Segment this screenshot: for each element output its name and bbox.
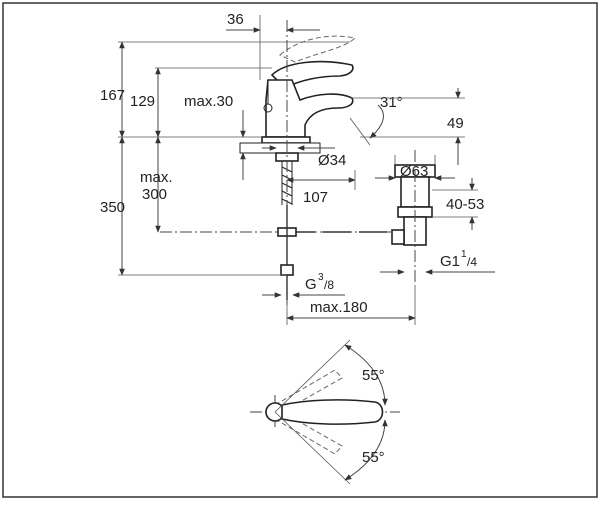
drawing-border: [2, 2, 598, 498]
label-107: 107: [303, 189, 328, 206]
label-g1-num: 1: [461, 249, 467, 260]
label-49: 49: [447, 115, 464, 132]
label-g1-den: /4: [467, 255, 477, 269]
angle-ray-top: [274, 339, 351, 413]
lever-raised-outline: [279, 35, 357, 63]
label-max-180: max.180: [310, 299, 368, 316]
label-dia-34: Ø34: [318, 152, 346, 169]
faucet-base: [261, 136, 311, 144]
pop-up-waste-assembly: [160, 150, 436, 300]
label-g: G: [305, 276, 317, 293]
faucet-side-view: [239, 20, 357, 305]
dim-g-three-eighths: G 3 /8: [262, 272, 345, 298]
label-55-bottom: 55°: [362, 449, 385, 466]
supply-connector: [280, 264, 294, 276]
label-max: max.: [140, 169, 173, 186]
top-view-lever: [281, 399, 384, 425]
dim-107: 107: [286, 170, 356, 206]
label-350: 350: [100, 199, 125, 216]
dim-36: 36: [226, 11, 320, 80]
label-g1: G1: [440, 253, 460, 270]
dim-129: 129: [130, 67, 272, 138]
label-g38-den: /8: [324, 278, 334, 292]
label-40-53: 40-53: [446, 196, 484, 213]
dim-g1-quarter: G1 1 /4: [380, 249, 495, 275]
dim-max-30: max.30: [184, 93, 246, 180]
label-129: 129: [130, 93, 155, 110]
dim-dia-63: Ø63: [375, 155, 455, 181]
label-55-top: 55°: [362, 367, 385, 384]
faucet-body: [265, 79, 354, 138]
label-g38-num: 3: [318, 272, 324, 283]
label-300: 300: [142, 186, 167, 203]
dim-max-180: max.180: [286, 285, 416, 325]
dim-49: 49: [350, 88, 465, 165]
label-max-30: max.30: [184, 93, 233, 110]
label-167: 167: [100, 87, 125, 104]
dim-dia-34: Ø34: [262, 145, 346, 169]
dim-350: 350: [100, 136, 287, 276]
dim-40-53: 40-53: [432, 178, 484, 230]
angle-arc-top: [344, 344, 388, 406]
label-31-deg: 31°: [380, 94, 403, 111]
dim-max-300: max. 300: [140, 136, 173, 233]
faucet-top-view: 55° 55°: [250, 339, 400, 485]
label-36: 36: [227, 11, 244, 28]
pivot-connector: [391, 229, 405, 245]
dim-167: 167: [100, 41, 350, 138]
angle-arc-bottom: [344, 419, 388, 481]
angle-ray-bottom: [274, 411, 351, 485]
label-dia-63: Ø63: [400, 163, 428, 180]
